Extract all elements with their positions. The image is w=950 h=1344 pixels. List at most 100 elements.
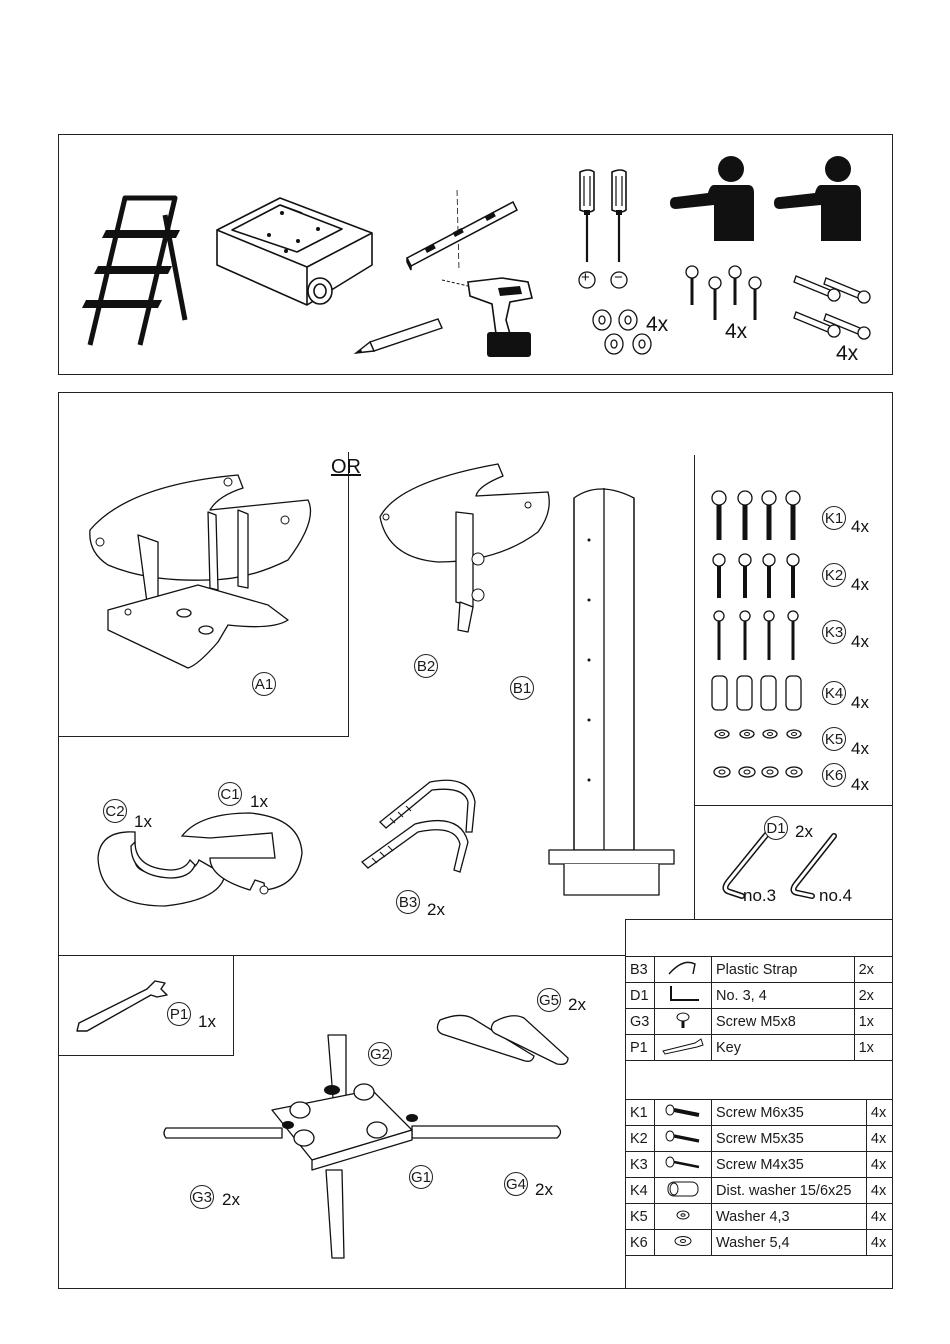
part-qty: 4x [865, 1125, 894, 1152]
k6-quantity: 4x [851, 775, 869, 794]
wall-screws-quantity: 4x [725, 320, 748, 343]
phillips-symbol: + [581, 269, 590, 286]
divider-k-vertical [694, 455, 695, 920]
label-c2: C2 [103, 799, 127, 823]
label-d1: D1 [764, 816, 788, 840]
wall-washers-quantity: 4x [646, 313, 669, 336]
long-screw-icon [654, 1099, 712, 1126]
table-row: D1 No. 3, 4 2x [625, 982, 894, 1009]
part-qty: 1x [853, 1008, 894, 1035]
long-screw-icon [654, 1125, 712, 1152]
label-k3: K3 [822, 620, 846, 644]
pencil-icon [353, 318, 443, 354]
label-k4: K4 [822, 681, 846, 705]
table-row: K3 Screw M4x35 4x [625, 1151, 894, 1178]
label-g2: G2 [368, 1042, 392, 1066]
part-code: P1 [625, 1034, 655, 1061]
part-name: Plastic Strap [711, 956, 855, 983]
table-row: K1 Screw M6x35 4x [625, 1099, 894, 1126]
screw-head-icon [654, 1008, 712, 1035]
wall-washers-icon [592, 309, 652, 355]
washer-icon [654, 1229, 712, 1256]
bracket-b2-drawing [379, 463, 550, 633]
wall-plugs-quantity: 4x [836, 342, 859, 365]
part-qty: 4x [865, 1151, 894, 1178]
parts-table-2: K1 Screw M6x35 4x K2 Screw M5x35 4x K3 S… [625, 1099, 894, 1256]
part-qty: 4x [865, 1229, 894, 1256]
label-a1: A1 [252, 672, 276, 696]
table-row: K4 Dist. washer 15/6x25 4x [625, 1177, 894, 1204]
wall-screws-icon [685, 265, 762, 320]
parts-panel [58, 392, 893, 1289]
d1-quantity: 2x [795, 822, 813, 841]
hex-key-icon [654, 982, 712, 1009]
parts-table-1: B3 Plastic Strap 2x D1 No. 3, 4 2x G3 Sc… [625, 956, 894, 1061]
part-name: Key [711, 1034, 855, 1061]
strap-icon [654, 956, 712, 983]
k3-quantity: 4x [851, 632, 869, 651]
k4-quantity: 4x [851, 693, 869, 712]
part-name: No. 3, 4 [711, 982, 855, 1009]
part-code: K6 [625, 1229, 655, 1256]
g3-quantity: 2x [222, 1190, 240, 1209]
label-b2: B2 [414, 654, 438, 678]
long-screw-icon [654, 1151, 712, 1178]
part-qty: 2x [853, 982, 894, 1009]
label-g3: G3 [190, 1185, 214, 1209]
g4-quantity: 2x [535, 1180, 553, 1199]
label-p1: P1 [167, 1002, 191, 1026]
p1-quantity: 1x [198, 1012, 216, 1031]
two-persons-icon [670, 156, 861, 241]
divider-table-top [625, 919, 893, 920]
table-row: B3 Plastic Strap 2x [625, 956, 894, 983]
label-b3: B3 [396, 890, 420, 914]
part-code: B3 [625, 956, 655, 983]
mounting-plate-a1-drawing [89, 474, 312, 669]
part-code: K1 [625, 1099, 655, 1126]
projector-icon [216, 197, 373, 306]
divider-k-horizontal [694, 805, 893, 806]
part-qty: 1x [853, 1034, 894, 1061]
label-k6: K6 [822, 763, 846, 787]
label-g4: G4 [504, 1172, 528, 1196]
table-row: K6 Washer 5,4 4x [625, 1229, 894, 1256]
part-name: Screw M5x35 [711, 1125, 867, 1152]
cover-c1-drawing [180, 812, 303, 895]
table-row: K5 Washer 4,3 4x [625, 1203, 894, 1230]
part-code: K2 [625, 1125, 655, 1152]
label-c1: C1 [218, 782, 242, 806]
hex-key-label-4: no.4 [819, 886, 853, 905]
part-code: K3 [625, 1151, 655, 1178]
c1-quantity: 1x [250, 792, 268, 811]
hex-keys-d1-drawing [722, 831, 837, 899]
spider-mount-drawing [163, 1034, 562, 1259]
label-g1: G1 [409, 1165, 433, 1189]
label-k1: K1 [822, 506, 846, 530]
wrench-icon [654, 1034, 712, 1061]
key-p1-drawing [76, 980, 168, 1032]
washer-icon [654, 1203, 712, 1230]
part-code: K4 [625, 1177, 655, 1204]
flathead-symbol: − [614, 269, 623, 286]
hex-key-label-3: no.3 [743, 886, 777, 905]
table-row: G3 Screw M5x8 1x [625, 1008, 894, 1035]
label-b1: B1 [510, 676, 534, 700]
k2-quantity: 4x [851, 575, 869, 594]
part-name: Dist. washer 15/6x25 [711, 1177, 867, 1204]
tools-panel [58, 134, 893, 375]
part-name: Screw M5x8 [711, 1008, 855, 1035]
divider-a1-vertical [348, 452, 349, 736]
part-qty: 4x [865, 1099, 894, 1126]
column-b1-drawing [548, 488, 675, 896]
k-hardware-drawing [711, 490, 803, 778]
spacer-icon [654, 1177, 712, 1204]
table-row: P1 Key 1x [625, 1034, 894, 1061]
spirit-level-icon [406, 189, 518, 271]
c2-quantity: 1x [134, 812, 152, 831]
b3-quantity: 2x [427, 900, 445, 919]
part-name: Screw M4x35 [711, 1151, 867, 1178]
part-code: D1 [625, 982, 655, 1009]
slot-arms-g5-drawing [436, 1014, 569, 1066]
part-name: Washer 4,3 [711, 1203, 867, 1230]
divider-p1-horizontal [58, 1055, 234, 1056]
